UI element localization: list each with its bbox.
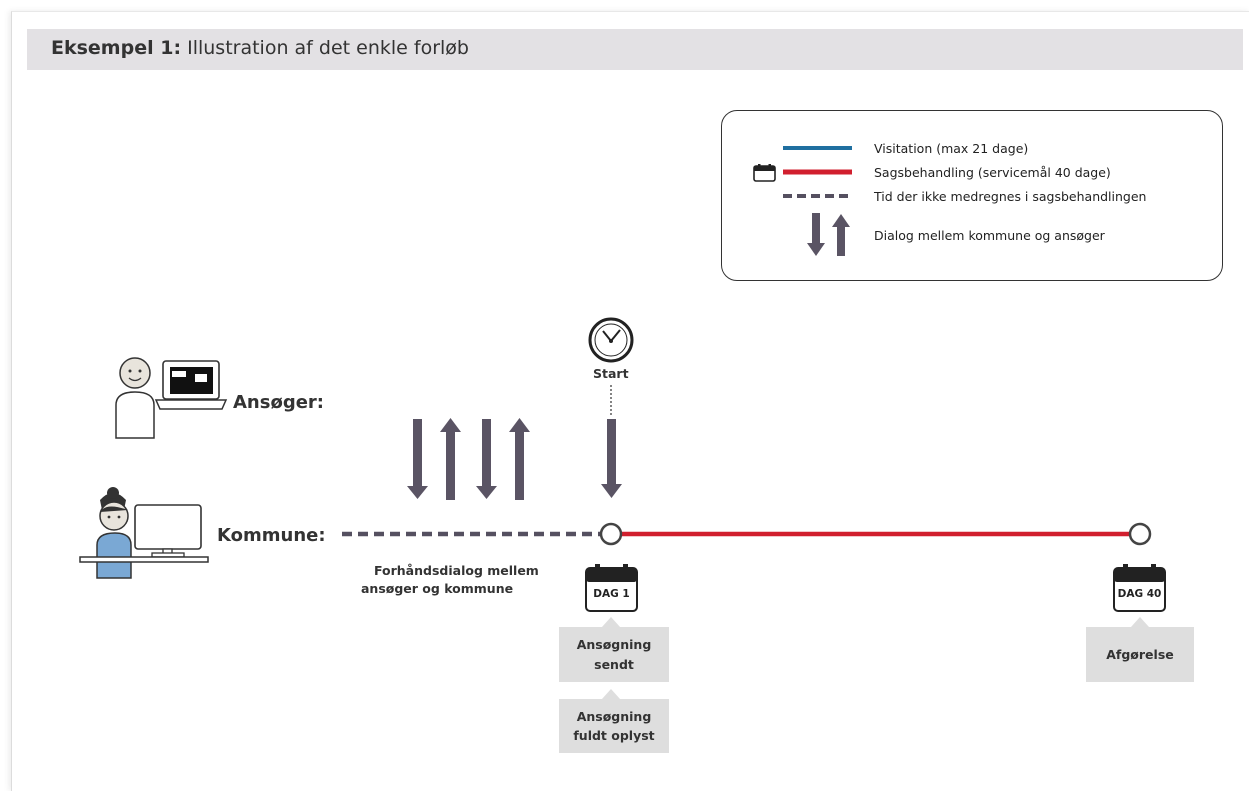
application-sent-line1: Ansøgning: [576, 637, 652, 653]
laptop-icon: [154, 360, 228, 410]
pre-dialog-label-line2: ansøger og kommune: [361, 581, 514, 596]
municipality-label: Kommune:: [217, 525, 326, 546]
day-1-label: DAG 1: [593, 588, 630, 600]
decision-label: Afgørelse: [1106, 646, 1174, 662]
start-arrow: [601, 419, 622, 498]
application-sent-line2: sendt: [594, 656, 634, 672]
start-label: Start: [593, 366, 629, 381]
title-bar: Eksempel 1: Illustration af det enkle fo…: [27, 29, 1243, 70]
municipality-person-icon: [96, 487, 132, 579]
day-40-label: DAG 40: [1117, 588, 1162, 600]
complete-box-pointer: [602, 689, 620, 699]
end-node: [1128, 522, 1152, 546]
application-complete-line1: Ansøgning: [576, 708, 652, 724]
legend-item-not-counted: Tid der ikke medregnes i sagsbehandlinge…: [874, 189, 1147, 204]
applicant-person-icon: [115, 357, 155, 439]
legend-item-visitation: Visitation (max 21 dage): [874, 141, 1029, 156]
desktop-monitor-icon: [79, 504, 209, 563]
legend: [721, 110, 1223, 281]
legend-item-sagsbehandling: Sagsbehandling (servicemål 40 dage): [874, 165, 1111, 180]
decision-box-pointer: [1131, 617, 1149, 627]
applicant-label: Ansøger:: [233, 392, 324, 413]
title-bold: Eksempel 1:: [51, 37, 182, 59]
application-complete-line2: fuldt oplyst: [573, 728, 655, 743]
application-complete-box: Ansøgning fuldt oplyst: [559, 699, 669, 753]
calendar-day-40-icon: [1113, 564, 1166, 612]
pre-dialog-label-line1: Forhåndsdialog mellem: [374, 563, 539, 578]
legend-item-dialog: Dialog mellem kommune og ansøger: [874, 228, 1105, 243]
application-sent-box: Ansøgning sendt: [559, 627, 669, 682]
figure-title: Eksempel 1: Illustration af det enkle fo…: [51, 37, 469, 59]
calendar-icon: [753, 164, 776, 182]
start-node: [599, 522, 623, 546]
dialog-arrows: [407, 418, 530, 500]
title-rest: Illustration af det enkle forløb: [181, 37, 469, 59]
clock-icon: [588, 317, 634, 363]
legend-arrows-icon: [807, 213, 850, 256]
decision-box: Afgørelse: [1086, 627, 1194, 682]
calendar-day-1-icon: [585, 564, 638, 612]
sent-box-pointer: [602, 617, 620, 627]
